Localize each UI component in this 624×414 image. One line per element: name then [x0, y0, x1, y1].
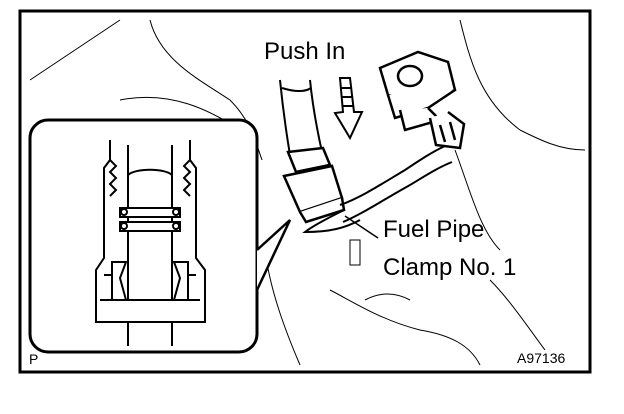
view-letter: P: [29, 351, 39, 367]
quick-connector: [282, 146, 346, 224]
connector-cutaway: [95, 140, 206, 346]
clamp-no1: [378, 50, 466, 150]
fuel-pipe: [302, 145, 453, 234]
inset-pointer: [255, 219, 292, 291]
fuel-hose: [279, 79, 323, 156]
callout-leader: [344, 215, 379, 239]
push-in-label: Push In: [264, 38, 346, 65]
fuel-pipe-label: Fuel Pipe: [383, 216, 485, 243]
figure-id: A97136: [517, 350, 566, 366]
figure-border: [18, 9, 592, 374]
push-arrow: [333, 77, 364, 141]
inset-frame: [28, 118, 259, 354]
clamp-number-label: Clamp No. 1: [383, 254, 517, 281]
